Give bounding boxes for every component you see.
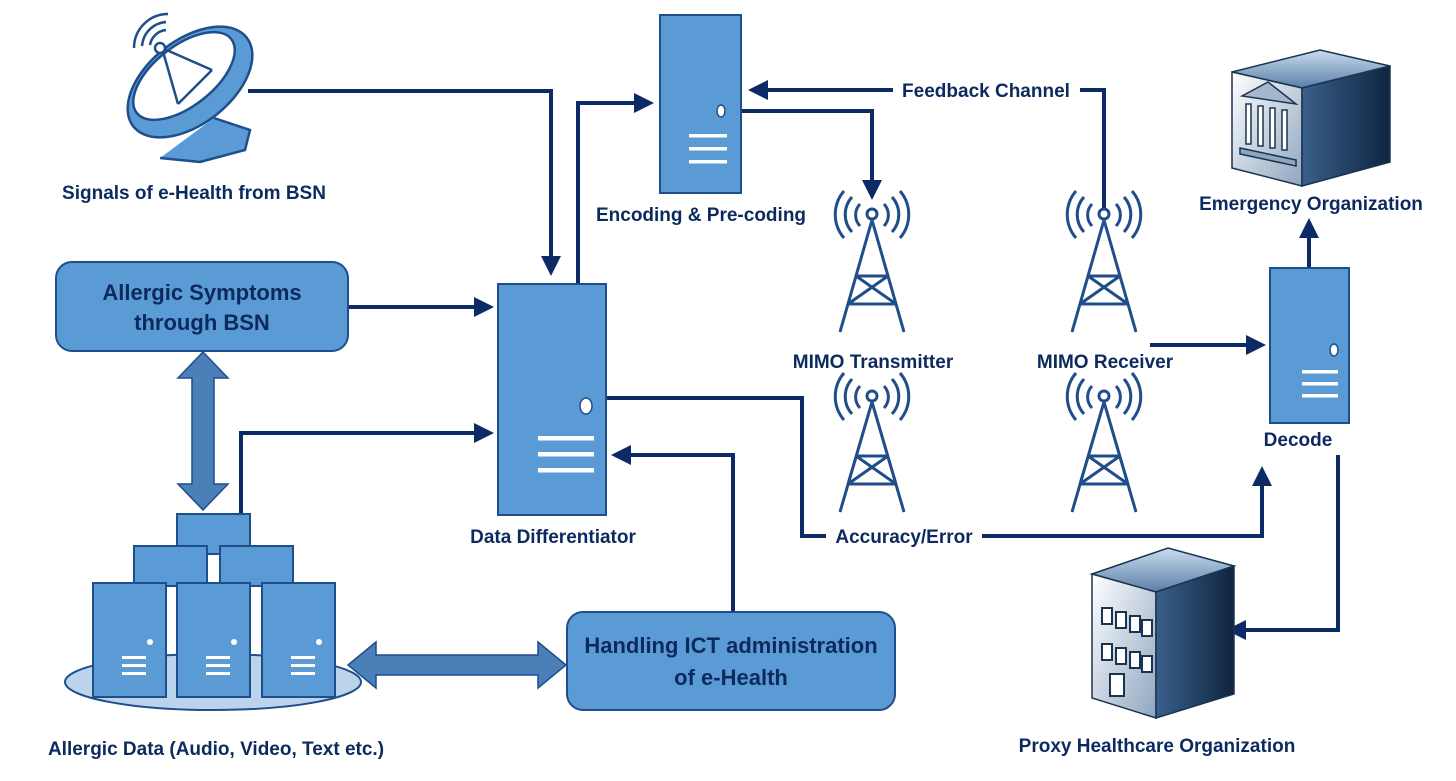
mimo-transmitter-label: MIMO Transmitter: [793, 352, 954, 373]
cluster-ict-double-arrow: [346, 640, 568, 690]
differentiator-to-accuracy-line: [606, 396, 826, 538]
feedback-channel-label: Feedback Channel: [902, 81, 1070, 102]
mimo-receiver-tower-icon: [1065, 190, 1143, 333]
connectors: [239, 80, 1340, 640]
symptoms-cluster-double-arrow: [176, 350, 230, 512]
differentiator-to-encoder-arrow: [576, 93, 654, 284]
decode-label: Decode: [1264, 430, 1333, 451]
feedback-channel-arrow: [1080, 88, 1106, 214]
mimo-transmitter-tower-icon: [833, 190, 911, 333]
data-differentiator-server-icon: [497, 283, 607, 516]
accuracy-to-decode-arrow: [982, 466, 1272, 538]
cluster-to-differentiator-arrow: [239, 423, 494, 521]
ict-line-1: Handling ICT administration: [584, 633, 877, 658]
allergic-data-label: Allergic Data (Audio, Video, Text etc.): [48, 739, 384, 760]
encoder-to-transmitter-arrow: [741, 109, 882, 200]
ict-to-differentiator-arrow: [611, 445, 735, 612]
encoder-server-icon: [659, 14, 742, 194]
decode-to-proxy-arrow: [1226, 455, 1340, 640]
symptoms-line-1: Allergic Symptoms: [102, 280, 301, 305]
signal-to-differentiator-arrow: [248, 89, 561, 276]
symptoms-line-2: through BSN: [134, 310, 270, 335]
proxy-healthcare-label: Proxy Healthcare Organization: [1019, 736, 1296, 757]
server-cluster-icon: [64, 513, 362, 711]
mimo-receiver-label: MIMO Receiver: [1037, 352, 1174, 373]
decode-server-icon: [1269, 267, 1350, 424]
emergency-organization-label: Emergency Organization: [1199, 194, 1423, 215]
mimo-transmitter-tower-2-icon: [833, 372, 911, 513]
mimo-receiver-tower-2-icon: [1065, 372, 1143, 513]
building-icon: [1089, 547, 1237, 720]
allergic-symptoms-box: Allergic Symptoms through BSN: [55, 261, 349, 352]
data-differentiator-label: Data Differentiator: [470, 527, 636, 548]
encoding-label: Encoding & Pre-coding: [596, 205, 806, 226]
accuracy-error-label: Accuracy/Error: [835, 527, 973, 548]
government-building-icon: [1231, 49, 1391, 187]
satellite-dish-icon: [126, 12, 254, 164]
signals-label: Signals of e-Health from BSN: [62, 183, 326, 204]
ict-administration-box: Handling ICT administration of e-Health: [566, 611, 896, 711]
ict-line-2: of e-Health: [674, 665, 788, 690]
